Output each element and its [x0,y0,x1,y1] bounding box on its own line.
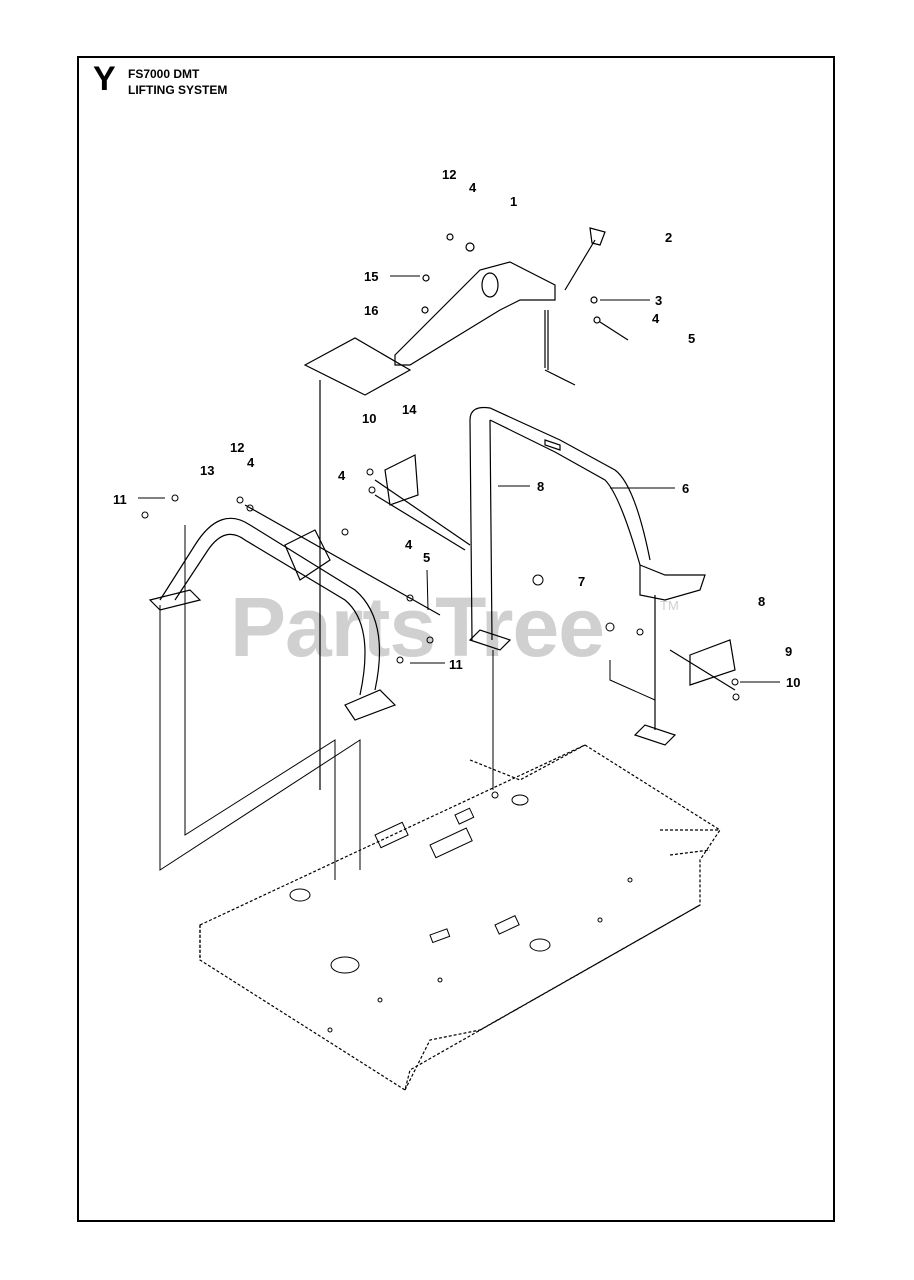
callout-4: 4 [652,311,660,326]
callout-12: 12 [230,440,245,455]
callout-15: 15 [364,269,379,284]
diagram-frame [77,56,835,1222]
callout-5: 5 [688,331,696,346]
callout-11: 11 [449,657,463,672]
callout-4: 4 [247,455,255,470]
callout-13: 13 [200,463,215,478]
callout-10: 10 [786,675,801,690]
callout-2: 2 [665,230,673,245]
bracket-9 [669,639,736,691]
callout-16: 16 [364,303,379,318]
watermark-tm: TM [660,598,679,613]
system-title: LIFTING SYSTEM [128,83,228,97]
callout-4: 4 [405,537,413,552]
handle-bar-6 [468,406,706,746]
callout-8: 8 [537,479,545,494]
leader-lines [138,275,780,683]
callout-10: 10 [362,411,377,426]
watermark: PartsTree [230,580,605,674]
callout-3: 3 [655,293,663,308]
callout-5: 5 [423,550,431,565]
callout-12: 12 [442,167,457,182]
lever-plate [394,261,576,386]
bracket-14 [374,454,471,551]
chassis-details [289,791,633,1033]
handle-bar-13 [148,504,441,721]
callout-14: 14 [402,402,417,417]
callout-9: 9 [785,644,793,659]
pin-2 [564,227,606,291]
callout-4: 4 [338,468,346,483]
section-letter: Y [93,60,116,98]
small-hardware [421,233,629,341]
callout-6: 6 [682,481,690,496]
callout-11: 11 [113,492,127,507]
callout-4: 4 [469,180,477,195]
plate-16 [303,337,412,790]
guide-lines [159,525,656,880]
callout-7: 7 [578,574,586,589]
chassis-deck [199,744,721,1091]
callout-1: 1 [510,194,518,209]
model-title: FS7000 DMT [128,67,200,81]
fasteners [141,468,740,701]
callout-8: 8 [758,594,766,609]
